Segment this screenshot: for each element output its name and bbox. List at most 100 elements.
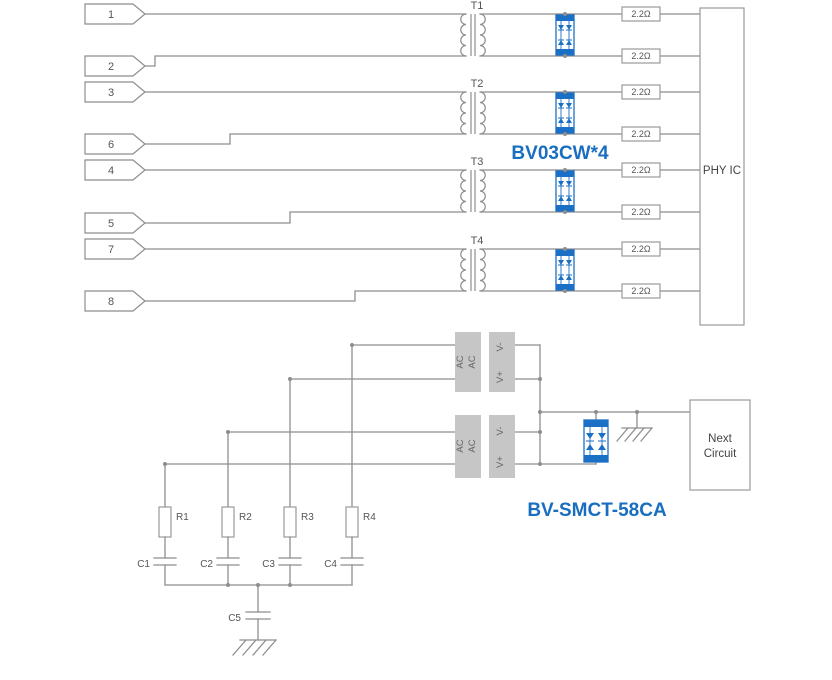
resistor-value-label: 2.2Ω [631,165,651,175]
resistor-body [283,506,297,538]
transformer-t4: T4 [460,235,486,292]
junction-dot [563,132,567,136]
resistor-body [621,162,661,178]
secondary-winding [479,13,486,57]
capacitor-plates [153,557,177,566]
termination-resistor-5: 2.2Ω [621,162,661,178]
capacitor-plates [216,557,240,566]
tvs-diode-array-1 [555,14,575,56]
ground-icon [616,427,653,442]
resistor-ref-label: R4 [363,512,376,523]
transformer-label: T1 [471,0,484,12]
ground-symbol-bottom [232,639,277,656]
resistor-r2: R2 [221,506,252,538]
pin-label: 2 [108,61,114,73]
tvs-cap-top [556,250,574,256]
junction-dot [563,54,567,58]
resistor-ref-label: R2 [239,512,252,523]
tvs-diode-icon [566,25,572,45]
tvs-cap-bottom [556,49,574,55]
resistor-body [621,126,661,142]
next-circuit-label: Next [708,433,732,445]
bridge-ac-section [455,332,481,392]
bridge-vplus-label: V+ [495,456,506,468]
phy-ic-body [699,7,745,326]
capacitor-ref-label: C4 [324,559,337,570]
tvs-cap-bottom [556,127,574,133]
pin-shape [84,55,146,77]
tvs-diode-icon [558,25,564,45]
tvs-diode-icon [558,103,564,123]
junction-dot [563,12,567,16]
connector-pin-3: 3 [84,81,146,103]
capacitor-ref-label: C2 [200,559,213,570]
resistor-body [621,84,661,100]
tvs-diode-icon [558,260,564,280]
capacitor-c3: C3 [262,557,302,570]
ground-icon [232,639,277,656]
transformer-t2: T2 [460,78,486,135]
resistor-value-label: 2.2Ω [631,9,651,19]
next-circuit-body [689,399,751,491]
resistor-body [621,6,661,22]
bridge-ac-label: AC [467,439,478,452]
wire [351,344,456,508]
junction-dot [538,462,542,466]
resistor-r3: R3 [283,506,314,538]
resistor-body [221,506,235,538]
connector-pin-4: 4 [84,159,146,181]
wire [227,431,456,508]
resistor-body [158,506,172,538]
pin-label: 6 [108,139,114,151]
tvs-diode-icon [566,103,572,123]
bridge-ac-label: AC [467,355,478,368]
wire [144,211,467,224]
resistor-body [621,241,661,257]
bridge-dc-section [489,332,515,392]
junction-dot [538,377,542,381]
bridge-ac-label: AC [455,355,466,368]
capacitor-plates [278,557,302,566]
next-circuit-label: Circuit [704,448,737,460]
bridge-ac-section [455,415,481,478]
pin-label: 8 [108,296,114,308]
resistor-body [621,204,661,220]
transformer-t1: T1 [460,0,486,57]
termination-resistor-8: 2.2Ω [621,283,661,299]
tvs-cap-top [556,171,574,177]
protector-diode-icon [586,433,594,450]
tvs-diode-icon [558,181,564,201]
connector-pin-1: 1 [84,3,146,25]
resistor-value-label: 2.2Ω [631,207,651,217]
junction-dot [563,247,567,251]
tvs-cap-top [556,15,574,21]
resistor-ref-label: R3 [301,512,314,523]
resistor-value-label: 2.2Ω [631,87,651,97]
capacitor-plates [340,557,364,566]
transformer-label: T2 [471,78,484,90]
termination-resistor-7: 2.2Ω [621,241,661,257]
phy-ic-block: PHY IC [699,7,745,326]
label-bv-smct-58ca: BV-SMCT-58CA [527,500,667,521]
resistor-value-label: 2.2Ω [631,51,651,61]
wire [164,463,456,508]
bridge-vplus-label: V+ [495,371,506,383]
next-circuit-block: Next Circuit [689,399,751,491]
secondary-winding [479,248,486,292]
pin-label: 3 [108,87,114,99]
phy-ic-label: PHY IC [703,165,741,177]
pin-label: 5 [108,218,114,230]
junction-dot [256,583,260,587]
tvs-diode-array-2 [555,92,575,134]
junction-dot [563,210,567,214]
protector-diode-icon [586,427,594,455]
transformer-t3: T3 [460,156,486,213]
junction-dots [163,12,639,587]
ground-symbol-right [616,427,653,442]
termination-resistor-3: 2.2Ω [621,84,661,100]
resistor-value-label: 2.2Ω [631,129,651,139]
termination-resistor-6: 2.2Ω [621,204,661,220]
resistor-ref-label: R1 [176,512,189,523]
capacitor-c4: C4 [324,557,364,570]
